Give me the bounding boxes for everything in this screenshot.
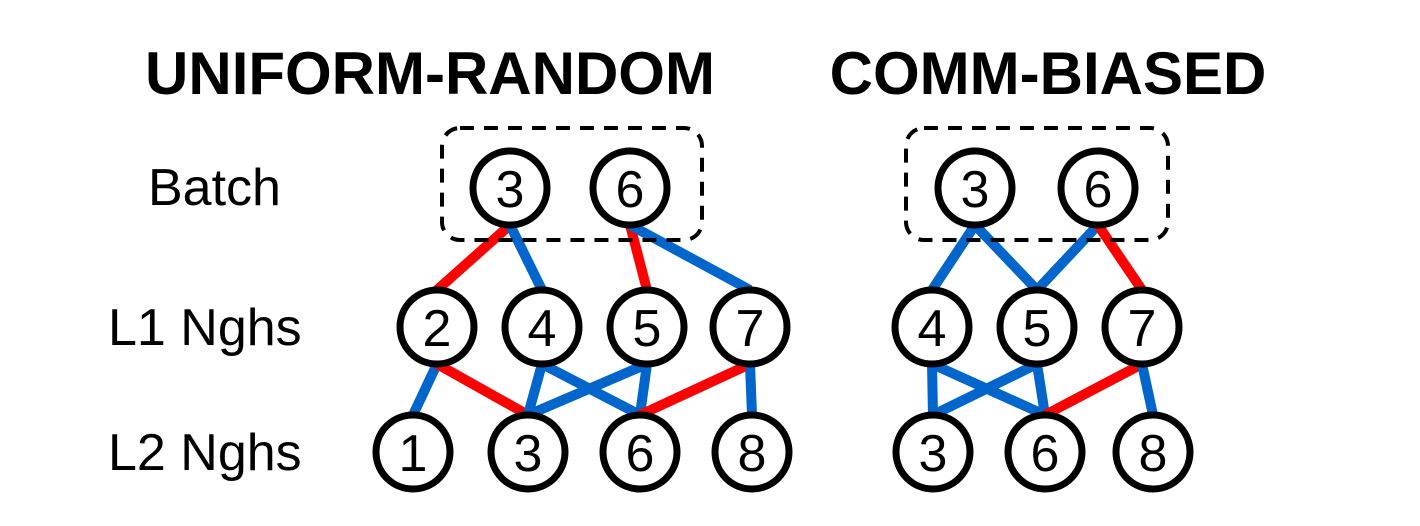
node-uniform-l1-2: 2	[396, 286, 478, 368]
node-uniform-batch-3: 3	[469, 147, 551, 229]
edge-comm-l1-4-to-l2-3	[927, 363, 938, 416]
node-circle	[892, 411, 974, 493]
node-label: 2	[423, 300, 452, 358]
node-label: 7	[736, 300, 765, 358]
node-comm-l2-8: 8	[1112, 411, 1194, 493]
node-label: 3	[514, 425, 543, 483]
node-comm-l1-4: 4	[891, 286, 973, 368]
node-circle	[1101, 286, 1183, 368]
node-label: 4	[918, 300, 947, 358]
node-label: 8	[738, 425, 767, 483]
node-uniform-batch-6: 6	[589, 147, 671, 229]
node-circle	[996, 286, 1078, 368]
node-circle	[589, 147, 671, 229]
node-circle	[934, 147, 1016, 229]
node-circle	[372, 411, 454, 493]
node-comm-batch-3: 3	[934, 147, 1016, 229]
node-uniform-l2-1: 1	[372, 411, 454, 493]
node-uniform-l2-6: 6	[599, 411, 681, 493]
edge-comm-batch-6-to-l1-5	[1033, 221, 1102, 294]
edge-uniform-l1-4-to-l2-3	[523, 362, 547, 417]
edge-comm-batch-6-to-l1-7	[1093, 222, 1147, 293]
node-label: 6	[626, 425, 655, 483]
node-label: 6	[616, 161, 645, 219]
node-uniform-l2-8: 8	[711, 411, 793, 493]
node-circle	[891, 286, 973, 368]
panel-title-comm-biased: COMM-BIASED	[830, 40, 1267, 107]
edge-uniform-batch-6-to-l1-5	[625, 223, 652, 292]
node-circle	[396, 286, 478, 368]
edge-comm-l1-5-to-l2-3	[930, 359, 1040, 420]
node-uniform-l1-7: 7	[709, 286, 791, 368]
node-circle	[501, 286, 583, 368]
row-label-l1: L1 Nghs	[108, 299, 302, 357]
node-uniform-l1-4: 4	[501, 286, 583, 368]
edge-uniform-batch-6-to-l1-7	[627, 220, 753, 295]
node-label: 8	[1139, 425, 1168, 483]
node-circle	[1112, 411, 1194, 493]
edge-uniform-l1-7-to-l2-6	[637, 359, 753, 420]
node-circle	[709, 286, 791, 368]
node-circle	[599, 411, 681, 493]
edge-comm-batch-3-to-l1-5	[971, 221, 1041, 294]
nodes-layer: 3 6 2 4 5 7 1 3 6 8 3 6 4 5 7 3 6 8	[372, 147, 1194, 493]
edge-comm-batch-3-to-l1-4	[927, 222, 980, 293]
edge-comm-l1-7-to-l2-6	[1042, 359, 1145, 420]
node-label: 4	[528, 300, 557, 358]
node-comm-l1-7: 7	[1101, 286, 1183, 368]
edge-uniform-batch-3-to-l1-2	[433, 221, 514, 294]
node-circle	[487, 411, 569, 493]
node-uniform-l1-5: 5	[606, 286, 688, 368]
batch-box-uniform-random	[440, 126, 704, 242]
node-circle	[606, 286, 688, 368]
node-label: 3	[961, 161, 990, 219]
edge-comm-l1-7-to-l2-8	[1137, 362, 1158, 417]
edge-uniform-l1-2-to-l2-1	[408, 361, 442, 418]
node-label: 6	[1084, 161, 1113, 219]
node-label: 5	[633, 300, 662, 358]
node-circle	[1057, 147, 1139, 229]
node-circle	[711, 411, 793, 493]
node-label: 3	[919, 425, 948, 483]
panel-title-uniform-random: UNIFORM-RANDOM	[145, 40, 715, 107]
edge-uniform-l1-2-to-l2-3	[434, 359, 531, 420]
edges-layer	[408, 220, 1158, 420]
node-comm-l2-6: 6	[1004, 411, 1086, 493]
node-label: 7	[1128, 300, 1157, 358]
node-comm-batch-6: 6	[1057, 147, 1139, 229]
edge-uniform-l1-5-to-l2-3	[526, 359, 649, 420]
node-circle	[1004, 411, 1086, 493]
node-label: 5	[1023, 300, 1052, 358]
row-label-l2: L2 Nghs	[108, 424, 302, 482]
node-label: 6	[1031, 425, 1060, 483]
edge-uniform-l1-7-to-l2-8	[745, 363, 757, 416]
batch-box-comm-biased	[904, 126, 1170, 242]
node-label: 1	[399, 425, 428, 483]
node-comm-l1-5: 5	[996, 286, 1078, 368]
edge-comm-l1-5-to-l2-6	[1032, 363, 1050, 416]
node-circle	[469, 147, 551, 229]
node-uniform-l2-3: 3	[487, 411, 569, 493]
edge-uniform-batch-3-to-l1-4	[505, 222, 547, 293]
node-label: 3	[496, 161, 525, 219]
edge-uniform-l1-5-to-l2-6	[635, 363, 652, 416]
node-comm-l2-3: 3	[892, 411, 974, 493]
row-label-batch: Batch	[148, 159, 281, 217]
